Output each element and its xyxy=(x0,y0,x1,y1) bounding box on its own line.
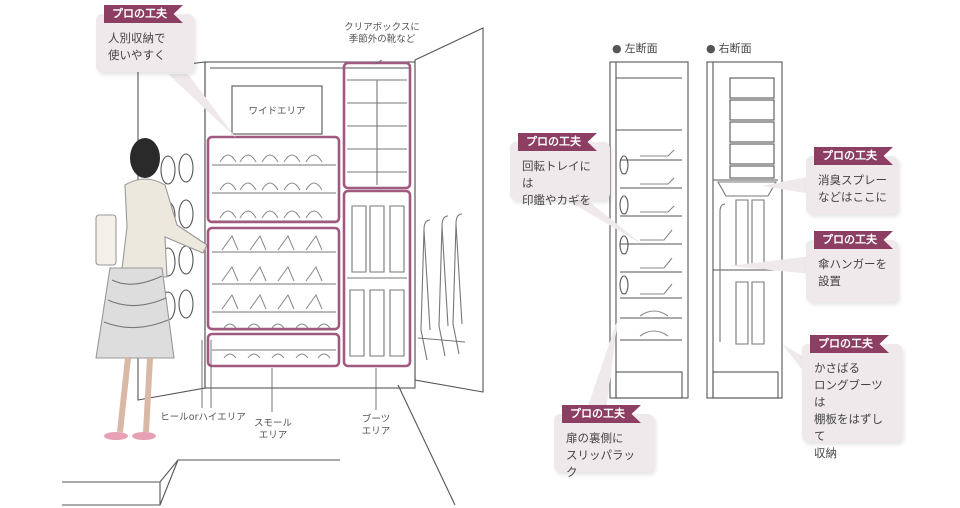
callout-tag: プロの工夫 xyxy=(104,5,183,23)
shoes-left xyxy=(219,154,331,359)
section-title-left: ●左断面 xyxy=(612,42,658,55)
callout-text: 傘ハンガーを 設置 xyxy=(818,257,887,288)
callout-text: 扉の裏側に スリッパラック xyxy=(566,431,635,479)
label-clearbox: クリアボックスに 季節外の靴など xyxy=(344,22,420,45)
floor-step-edge xyxy=(62,482,161,506)
callout-deodorant: プロの工夫 消臭スプレー などはここに xyxy=(806,147,898,214)
section-title-right: ●右断面 xyxy=(706,42,752,55)
left-shelves xyxy=(212,164,336,351)
callout-text: 回転トレイには 印鑑やカギを xyxy=(522,159,591,207)
callout-tag: プロの工夫 xyxy=(814,231,893,249)
callout-slipper-rack: プロの工夫 扉の裏側に スリッパラック xyxy=(554,405,654,479)
person-figure xyxy=(95,138,208,440)
umbrellas xyxy=(417,213,466,361)
label-heel-area: ヒールorハイエリア xyxy=(160,412,246,423)
label-boots-area: ブーツ エリア xyxy=(361,414,391,437)
right-section-view xyxy=(706,61,783,399)
highlight-heel xyxy=(206,226,341,331)
wide-area-panel xyxy=(231,85,323,135)
callout-tag: プロの工夫 xyxy=(562,405,641,423)
pointer-umbrella xyxy=(728,256,812,274)
pointer-deodorant xyxy=(762,176,812,194)
callout-tag: プロの工夫 xyxy=(814,147,893,165)
callout-umbrella-hanger: プロの工夫 傘ハンガーを 設置 xyxy=(806,231,898,302)
callout-text: 人別収納で 使いやすく xyxy=(108,31,166,62)
pointer-personal xyxy=(168,74,236,138)
callout-rotating-tray: プロの工夫 回転トレイには 印鑑やカギを xyxy=(510,133,610,207)
clear-boxes xyxy=(347,79,407,185)
callout-text: 消臭スプレー などはここに xyxy=(818,173,887,204)
left-section-view xyxy=(609,61,689,399)
callout-tag: プロの工夫 xyxy=(518,133,597,151)
boots-right xyxy=(347,205,407,357)
highlight-wide xyxy=(206,135,341,224)
callout-long-boots: プロの工夫 かさばる ロングブーツは 棚板をはずして 収納 xyxy=(802,335,902,460)
callout-text: かさばる ロングブーツは 棚板をはずして 収納 xyxy=(814,361,883,460)
label-wide-area: ワイドエリア xyxy=(248,106,306,117)
callout-tag: プロの工夫 xyxy=(810,335,889,353)
label-small-area: スモール エリア xyxy=(253,418,292,441)
highlight-small xyxy=(206,332,341,368)
highlight-boots xyxy=(342,189,412,368)
pointer-slipper xyxy=(586,318,618,412)
pointer-tray xyxy=(560,196,642,244)
floor-step xyxy=(62,459,340,483)
right-door xyxy=(414,27,484,393)
callout-personal-storage: プロの工夫 人別収納で 使いやすく xyxy=(96,5,194,72)
